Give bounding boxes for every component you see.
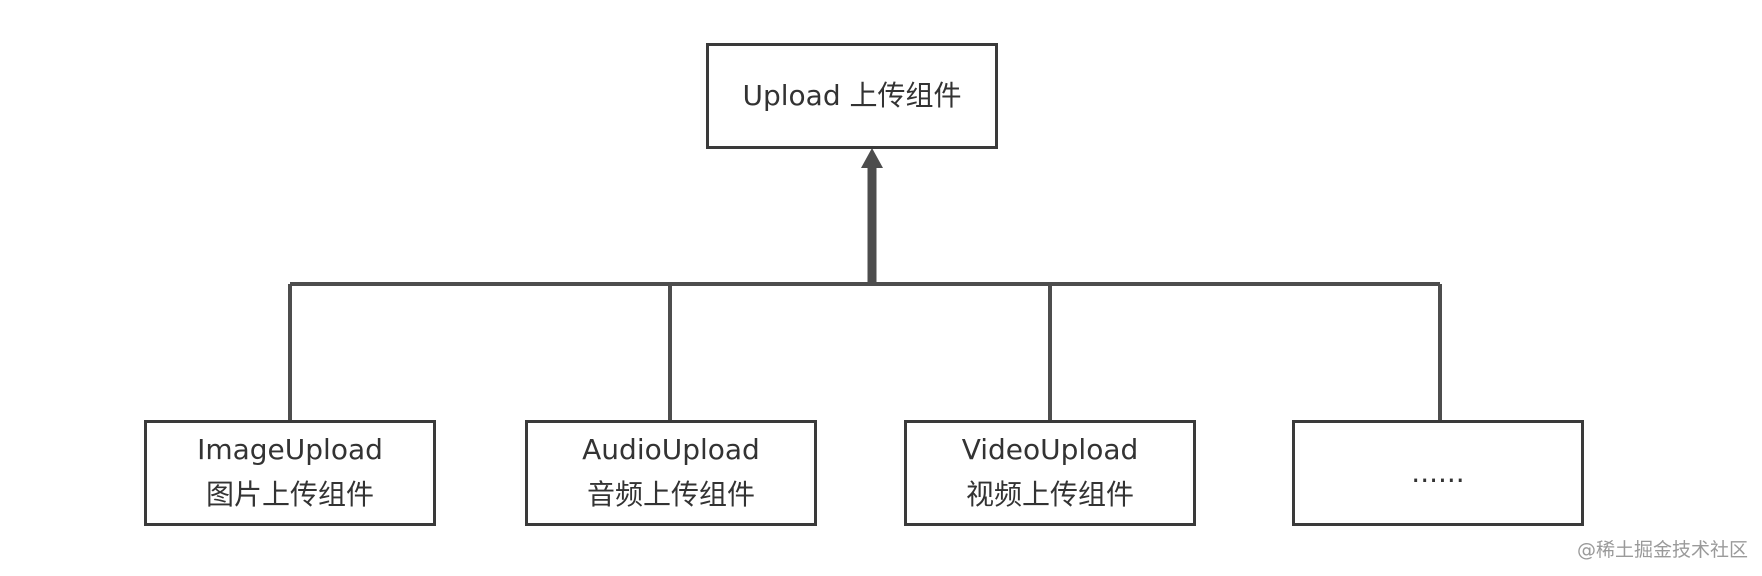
image-upload-box: ImageUpload 图片上传组件 — [144, 420, 436, 526]
upload-component-box: Upload 上传组件 — [706, 43, 998, 149]
video-upload-name: VideoUpload — [961, 433, 1139, 467]
video-upload-box: VideoUpload 视频上传组件 — [904, 420, 1196, 526]
video-upload-desc: 视频上传组件 — [965, 478, 1134, 511]
audio-upload-desc: 音频上传组件 — [586, 478, 755, 511]
audio-upload-name: AudioUpload — [582, 433, 760, 467]
image-upload-name: ImageUpload — [197, 433, 383, 467]
more-components-box: ...... — [1292, 420, 1584, 526]
upload-component-label: Upload 上传组件 — [742, 78, 962, 112]
inheritance-arrow-head — [861, 148, 883, 168]
audio-upload-box: AudioUpload 音频上传组件 — [525, 420, 817, 526]
watermark: @稀土掘金技术社区 — [1576, 539, 1748, 561]
more-components-label: ...... — [1411, 455, 1465, 489]
image-upload-desc: 图片上传组件 — [205, 478, 374, 511]
